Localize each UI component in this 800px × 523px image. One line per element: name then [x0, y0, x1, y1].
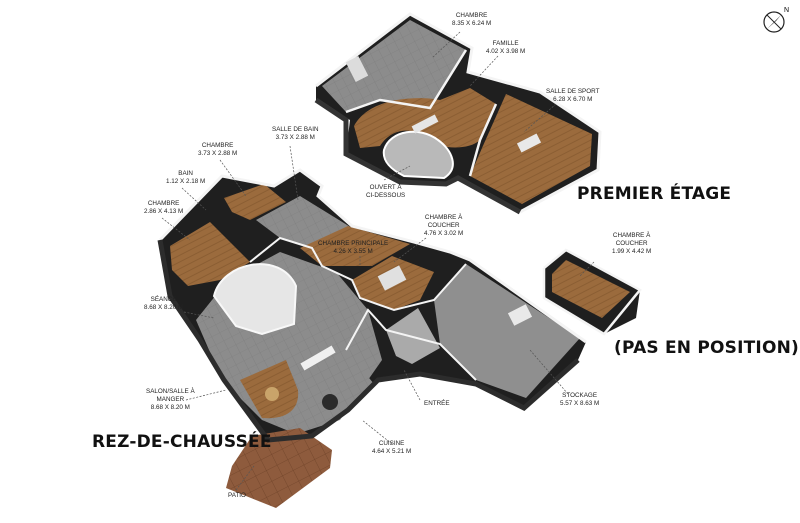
label-chambre-top: CHAMBRE 8.35 x 6.24 m — [452, 12, 491, 28]
room-dim: 4.02 x 3.98 m — [486, 48, 526, 55]
label-chambre-c: CHAMBRE 2.86 x 4.13 m — [144, 200, 183, 216]
room-dim: 1.12 x 2.18 m — [166, 178, 206, 185]
label-salon: SALON/SALLE À MANGER 8.68 x 8.20 m — [146, 388, 195, 412]
label-chambre-b: CHAMBRE 3.73 x 2.88 m — [198, 142, 237, 158]
upper-floor — [314, 12, 602, 215]
room-name: OUVERT À — [369, 184, 402, 191]
room-dim: 4.76 x 3.02 m — [424, 230, 464, 237]
floor-title-ground: REZ-DE-CHAUSSÉE — [92, 432, 272, 452]
open-below-void — [382, 130, 454, 180]
room-dim: 8.35 x 6.24 m — [452, 20, 492, 27]
room-name: ENTRÉE — [424, 400, 450, 407]
stair — [345, 56, 369, 82]
label-ouvert: OUVERT À CI-DESSOUS — [366, 184, 405, 200]
room-salle-bain-floor — [256, 196, 352, 248]
bed — [377, 265, 407, 291]
room-dim: 3.73 x 2.88 m — [275, 134, 315, 141]
sunroom-curve — [212, 263, 298, 336]
room-chambre-b-floor — [224, 184, 286, 220]
label-chambre-a-coucher-2: CHAMBRE À COUCHER 1.99 x 4.42 m — [612, 232, 651, 256]
room-famille-floor — [354, 88, 496, 148]
ground-walls — [158, 168, 587, 344]
upper-walls-inner — [345, 49, 468, 114]
room-name: CHAMBRE À — [612, 232, 651, 239]
patio-floor — [226, 428, 332, 508]
room-name: CHAMBRE PRINCIPALE — [318, 240, 389, 247]
label-chambre-a-coucher-1: CHAMBRE À COUCHER 4.76 x 3.02 m — [424, 214, 463, 238]
room-chambre-c-floor — [170, 222, 250, 286]
detached-room — [542, 248, 642, 336]
floor-title-upper: PREMIER ÉTAGE — [577, 184, 732, 204]
room-name: SALLE DE BAIN — [272, 126, 319, 133]
label-entree: ENTRÉE — [424, 400, 450, 408]
room-dim: 8.68 x 8.20 m — [150, 404, 190, 411]
kitchen-table — [322, 394, 338, 410]
room-dim: 4.26 x 3.55 m — [333, 248, 373, 255]
room-stockage-floor — [434, 264, 580, 398]
upper-walls-front — [314, 97, 522, 215]
upper-walls — [315, 12, 602, 214]
room-name: FAMILLE — [492, 40, 519, 47]
label-chambre-principale: CHAMBRE PRINCIPALE 4.26 x 3.55 m — [318, 240, 388, 256]
leader-lines — [161, 31, 595, 491]
room-name: STOCKAGE — [562, 392, 598, 399]
room-dim: 2.86 x 4.13 m — [144, 208, 184, 215]
room-name: CHAMBRE À — [424, 214, 463, 221]
label-salle-bain: SALLE DE BAIN 3.73 x 2.88 m — [272, 126, 319, 142]
room-name-line2: MANGER — [156, 396, 185, 403]
label-sport: SALLE DE SPORT 6.28 x 6.70 m — [546, 88, 599, 104]
dining-table — [265, 387, 279, 401]
room-name-line2: CI-DESSOUS — [366, 192, 406, 199]
room-chambre-top-floor — [322, 20, 466, 112]
room-name: CHAMBRE — [147, 200, 180, 207]
ground-walls-inner — [249, 236, 467, 312]
room-dim: 3.73 x 2.88 m — [198, 150, 238, 157]
room-name: CHAMBRE — [455, 12, 488, 19]
detached-walls — [542, 248, 642, 336]
room-dim: 5.57 x 8.63 m — [560, 400, 600, 407]
room-dim: 8.68 x 8.20 m — [144, 304, 184, 311]
room-name: PATIO — [228, 492, 246, 499]
room-sport-floor — [470, 94, 592, 204]
label-cuisine: CUISINE 4.64 x 5.21 m — [372, 440, 411, 456]
room-name-line2: COUCHER — [427, 222, 460, 229]
kitchen-counter — [300, 345, 336, 371]
ground-walls-inner2 — [345, 308, 477, 381]
label-seance: SÉANCE 8.68 x 8.20 m — [144, 296, 183, 312]
stockage-box — [507, 304, 533, 326]
label-stockage: STOCKAGE 5.57 x 8.63 m — [560, 392, 599, 408]
label-famille: FAMILLE 4.02 x 3.98 m — [486, 40, 525, 56]
ground-walls-front — [157, 239, 580, 443]
detached-floor — [552, 260, 630, 318]
room-dim: 1.99 x 4.42 m — [612, 248, 652, 255]
sport-equipment — [516, 133, 542, 153]
room-name: CUISINE — [378, 440, 405, 447]
room-name: SÉANCE — [150, 296, 177, 303]
label-patio: PATIO — [228, 492, 246, 500]
room-name: SALON/SALLE À — [146, 388, 195, 395]
room-cuisine-floor — [300, 350, 374, 414]
room-name-line2: COUCHER — [615, 240, 648, 247]
upper-walls-inner2 — [468, 103, 498, 177]
room-name: BAIN — [178, 170, 193, 177]
compass-icon: N — [763, 7, 789, 33]
room-dim: 6.28 x 6.70 m — [553, 96, 593, 103]
room-name: CHAMBRE — [201, 142, 234, 149]
room-dim: 4.64 x 5.21 m — [372, 448, 412, 455]
compass-north-label: N — [784, 7, 789, 14]
floor-title-detached: (PAS EN POSITION) — [614, 338, 799, 358]
ground-floor — [157, 168, 587, 508]
room-name: SALLE DE SPORT — [546, 88, 600, 95]
label-bain: BAIN 1.12 x 2.18 m — [166, 170, 205, 186]
room-chambre-principale-floor — [300, 226, 410, 266]
sofa — [411, 114, 439, 134]
